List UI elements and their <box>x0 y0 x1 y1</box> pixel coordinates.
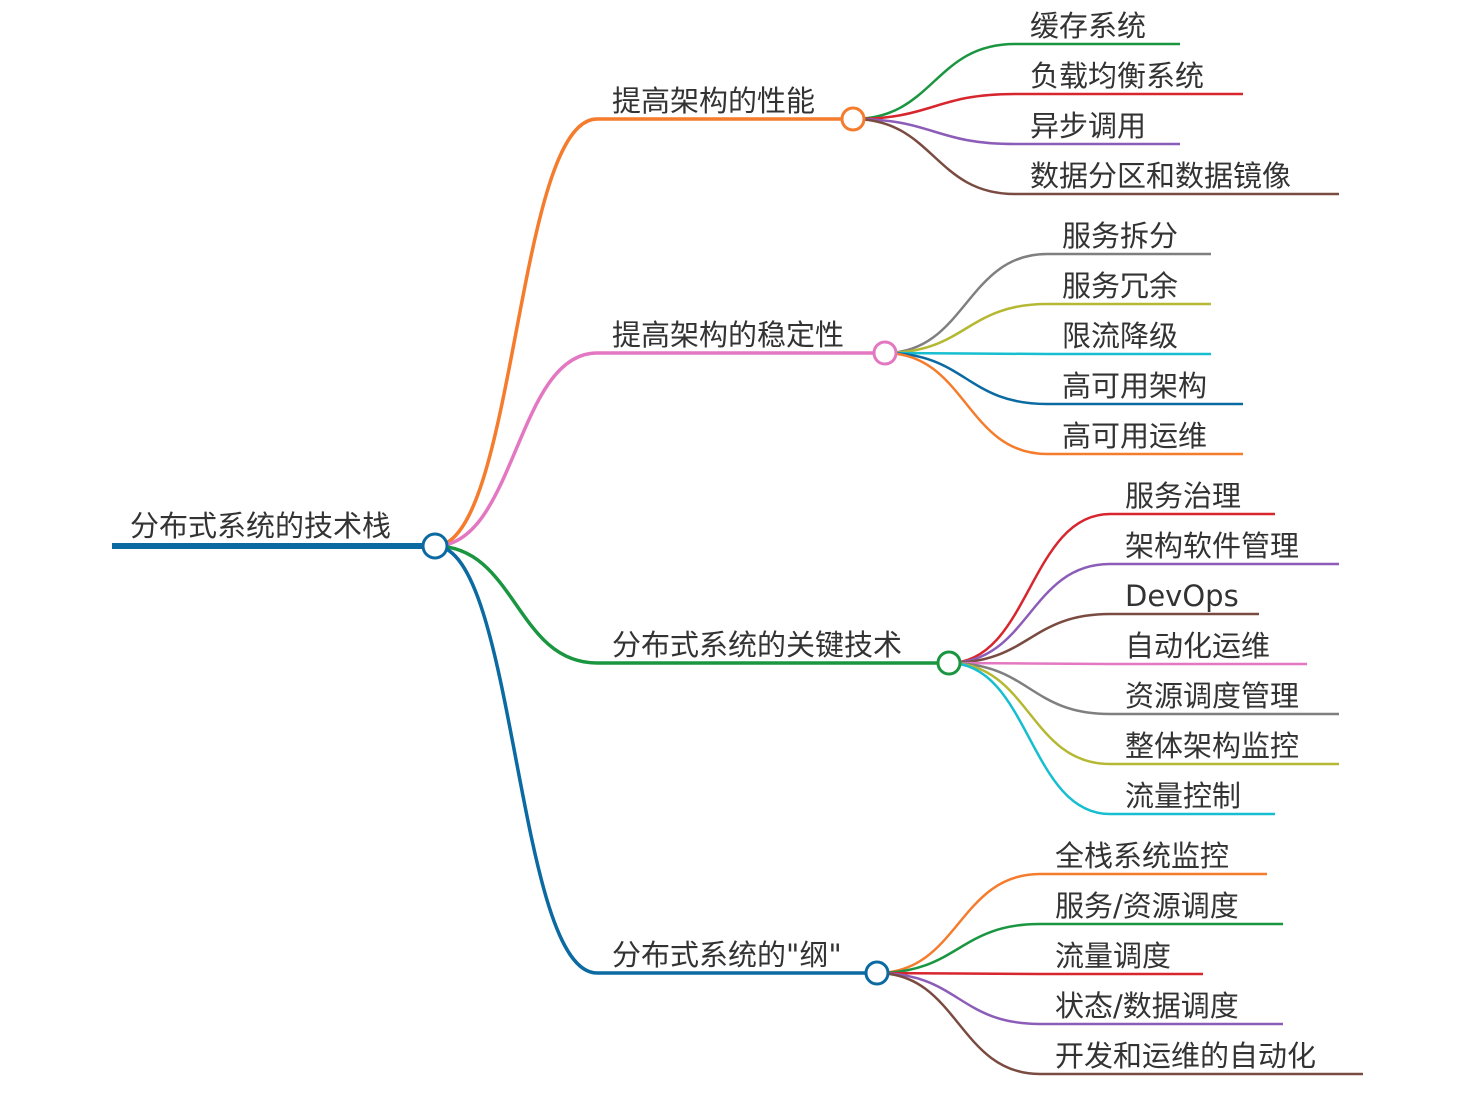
leaf-connector-3-2 <box>876 971 1041 976</box>
leaf-connector-2-3 <box>948 661 1111 666</box>
leaf-label-0-0: 缓存系统 <box>1030 9 1146 43</box>
leaf-label-0-1: 负载均衡系统 <box>1030 59 1204 93</box>
leaf-label-3-0: 全栈系统监控 <box>1055 839 1229 873</box>
leaf-connector-0-0 <box>852 42 1016 121</box>
leaf-label-2-5: 整体架构监控 <box>1125 729 1299 763</box>
leaf-label-2-6: 流量控制 <box>1125 779 1241 813</box>
branch-node-3[interactable] <box>864 960 890 986</box>
branch-label-1: 提高架构的稳定性 <box>612 318 844 352</box>
leaf-connector-0-1 <box>852 92 1016 121</box>
branch-label-2: 分布式系统的关键技术 <box>612 628 902 662</box>
leaf-label-0-2: 异步调用 <box>1030 109 1146 143</box>
leaf-label-3-1: 服务/资源调度 <box>1055 889 1239 923</box>
leaf-label-2-4: 资源调度管理 <box>1125 679 1299 713</box>
leaf-connector-2-6 <box>948 661 1111 816</box>
leaf-connector-3-3 <box>876 971 1041 1026</box>
leaf-connector-1-0 <box>884 252 1048 355</box>
leaf-label-3-2: 流量调度 <box>1055 939 1171 973</box>
leaf-label-3-3: 状态/数据调度 <box>1055 989 1239 1023</box>
leaf-connector-2-4 <box>948 661 1111 716</box>
branch-node-1[interactable] <box>872 340 898 366</box>
leaf-connector-3-0 <box>876 872 1041 975</box>
leaf-label-2-0: 服务治理 <box>1125 479 1241 513</box>
leaf-connector-1-1 <box>884 302 1048 355</box>
node-layer <box>421 106 962 986</box>
leaf-label-1-4: 高可用运维 <box>1062 419 1207 453</box>
branch-label-3: 分布式系统的"纲" <box>612 938 842 972</box>
leaf-connector-2-2 <box>948 612 1111 665</box>
leaf-connector-1-3 <box>884 351 1048 406</box>
root-label: 分布式系统的技术栈 <box>130 509 391 543</box>
branch-node-2[interactable] <box>936 650 962 676</box>
branch-connector-2 <box>434 544 598 665</box>
leaf-connector-2-5 <box>948 661 1111 766</box>
branch-connector-1 <box>434 351 598 548</box>
leaf-label-0-3: 数据分区和数据镜像 <box>1030 159 1291 193</box>
root-node[interactable] <box>421 532 449 560</box>
leaf-connector-0-3 <box>852 117 1016 196</box>
branch-label-0: 提高架构的性能 <box>612 84 815 118</box>
leaf-label-1-2: 限流降级 <box>1062 319 1178 353</box>
leaf-label-2-2: DevOps <box>1125 579 1239 613</box>
leaf-label-2-3: 自动化运维 <box>1125 629 1270 663</box>
leaf-connector-1-4 <box>884 351 1048 456</box>
leaf-label-2-1: 架构软件管理 <box>1125 529 1299 563</box>
leaf-connector-3-1 <box>876 922 1041 975</box>
connector-layer <box>112 42 1363 1076</box>
leaf-connector-2-1 <box>948 562 1111 665</box>
leaf-connector-2-0 <box>948 512 1111 665</box>
branch-connector-0 <box>434 117 598 548</box>
leaf-label-1-0: 服务拆分 <box>1062 219 1178 253</box>
leaf-label-1-3: 高可用架构 <box>1062 369 1207 403</box>
branch-node-0[interactable] <box>840 106 866 132</box>
label-layer: 分布式系统的技术栈 提高架构的性能 缓存系统负载均衡系统异步调用数据分区和数据镜像提… <box>130 9 1316 1073</box>
branch-connector-3 <box>434 544 598 975</box>
leaf-label-3-4: 开发和运维的自动化 <box>1055 1039 1316 1073</box>
leaf-label-1-1: 服务冗余 <box>1062 269 1178 303</box>
leaf-connector-1-2 <box>884 351 1048 356</box>
leaf-connector-0-2 <box>852 117 1016 146</box>
leaf-connector-3-4 <box>876 971 1041 1076</box>
